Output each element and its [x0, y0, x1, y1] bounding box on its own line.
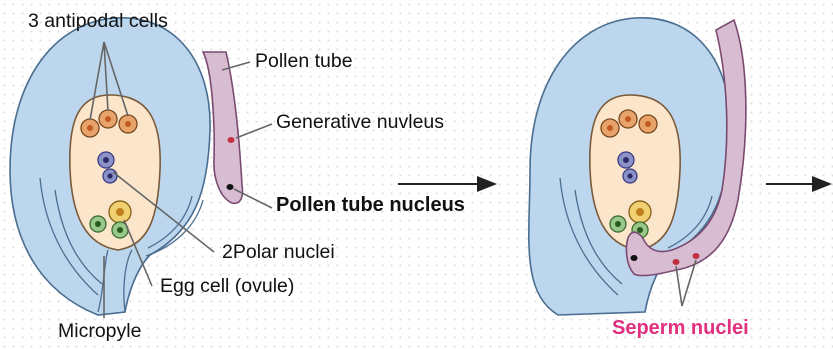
- left-ovule: [10, 18, 243, 315]
- egg-cell-label: Egg cell (ovule): [160, 277, 294, 297]
- generative-nucleus-label: Generative nuvleus: [276, 113, 444, 133]
- generative-nucleus: [228, 137, 235, 143]
- right-ovule: [529, 18, 746, 315]
- pollen-tube-nucleus: [227, 184, 234, 190]
- sperm-nuclei-label: Seperm nuclei: [612, 318, 749, 338]
- micropyle-label: Micropyle: [58, 322, 141, 342]
- antipodal-cells-label: 3 antipodal cells: [28, 12, 168, 32]
- pollen-tube-label: Pollen tube: [255, 52, 353, 72]
- sperm-nucleus-2: [693, 253, 700, 259]
- polar-nuclei-label: 2Polar nuclei: [222, 243, 335, 263]
- right-pollen-tube-nucleus: [631, 255, 638, 261]
- pollen-tube-nucleus-label: Pollen tube nucleus: [276, 195, 465, 215]
- sperm-nucleus-1: [673, 259, 680, 265]
